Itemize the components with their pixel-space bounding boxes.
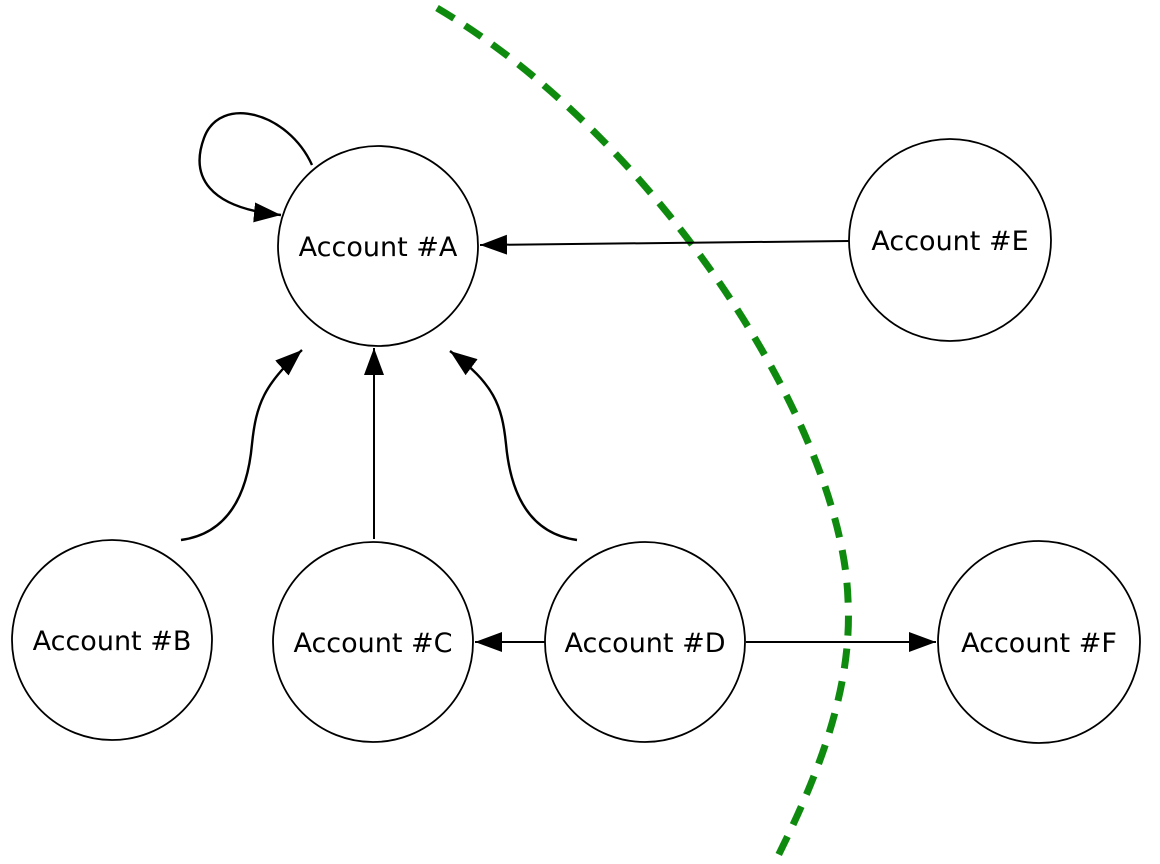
node-account-f-circle bbox=[937, 540, 1141, 744]
node-account-b-label: Account #B bbox=[33, 626, 192, 657]
node-account-a-label: Account #A bbox=[299, 232, 458, 263]
node-account-d-label: Account #D bbox=[564, 628, 725, 659]
node-account-a-circle bbox=[277, 145, 479, 347]
node-account-d-circle bbox=[544, 541, 746, 743]
node-account-c-label: Account #C bbox=[293, 628, 452, 659]
node-account-d: Account #D bbox=[544, 541, 746, 743]
partition-boundary-line bbox=[435, 4, 852, 862]
edge-e-to-a bbox=[479, 234, 850, 255]
node-account-f-label: Account #F bbox=[961, 628, 1117, 659]
node-account-a: Account #A bbox=[277, 145, 479, 347]
node-account-e: Account #E bbox=[848, 138, 1052, 342]
node-account-b: Account #B bbox=[11, 539, 213, 741]
edge-b-to-a bbox=[180, 349, 303, 542]
edge-a-self-loop bbox=[198, 112, 314, 223]
node-account-f: Account #F bbox=[937, 540, 1141, 744]
edge-d-to-a bbox=[449, 350, 578, 542]
node-account-c-circle bbox=[272, 541, 474, 743]
node-account-b-circle bbox=[11, 539, 213, 741]
node-account-e-circle bbox=[848, 138, 1052, 342]
node-account-e-label: Account #E bbox=[871, 226, 1028, 257]
node-account-c: Account #C bbox=[272, 541, 474, 743]
